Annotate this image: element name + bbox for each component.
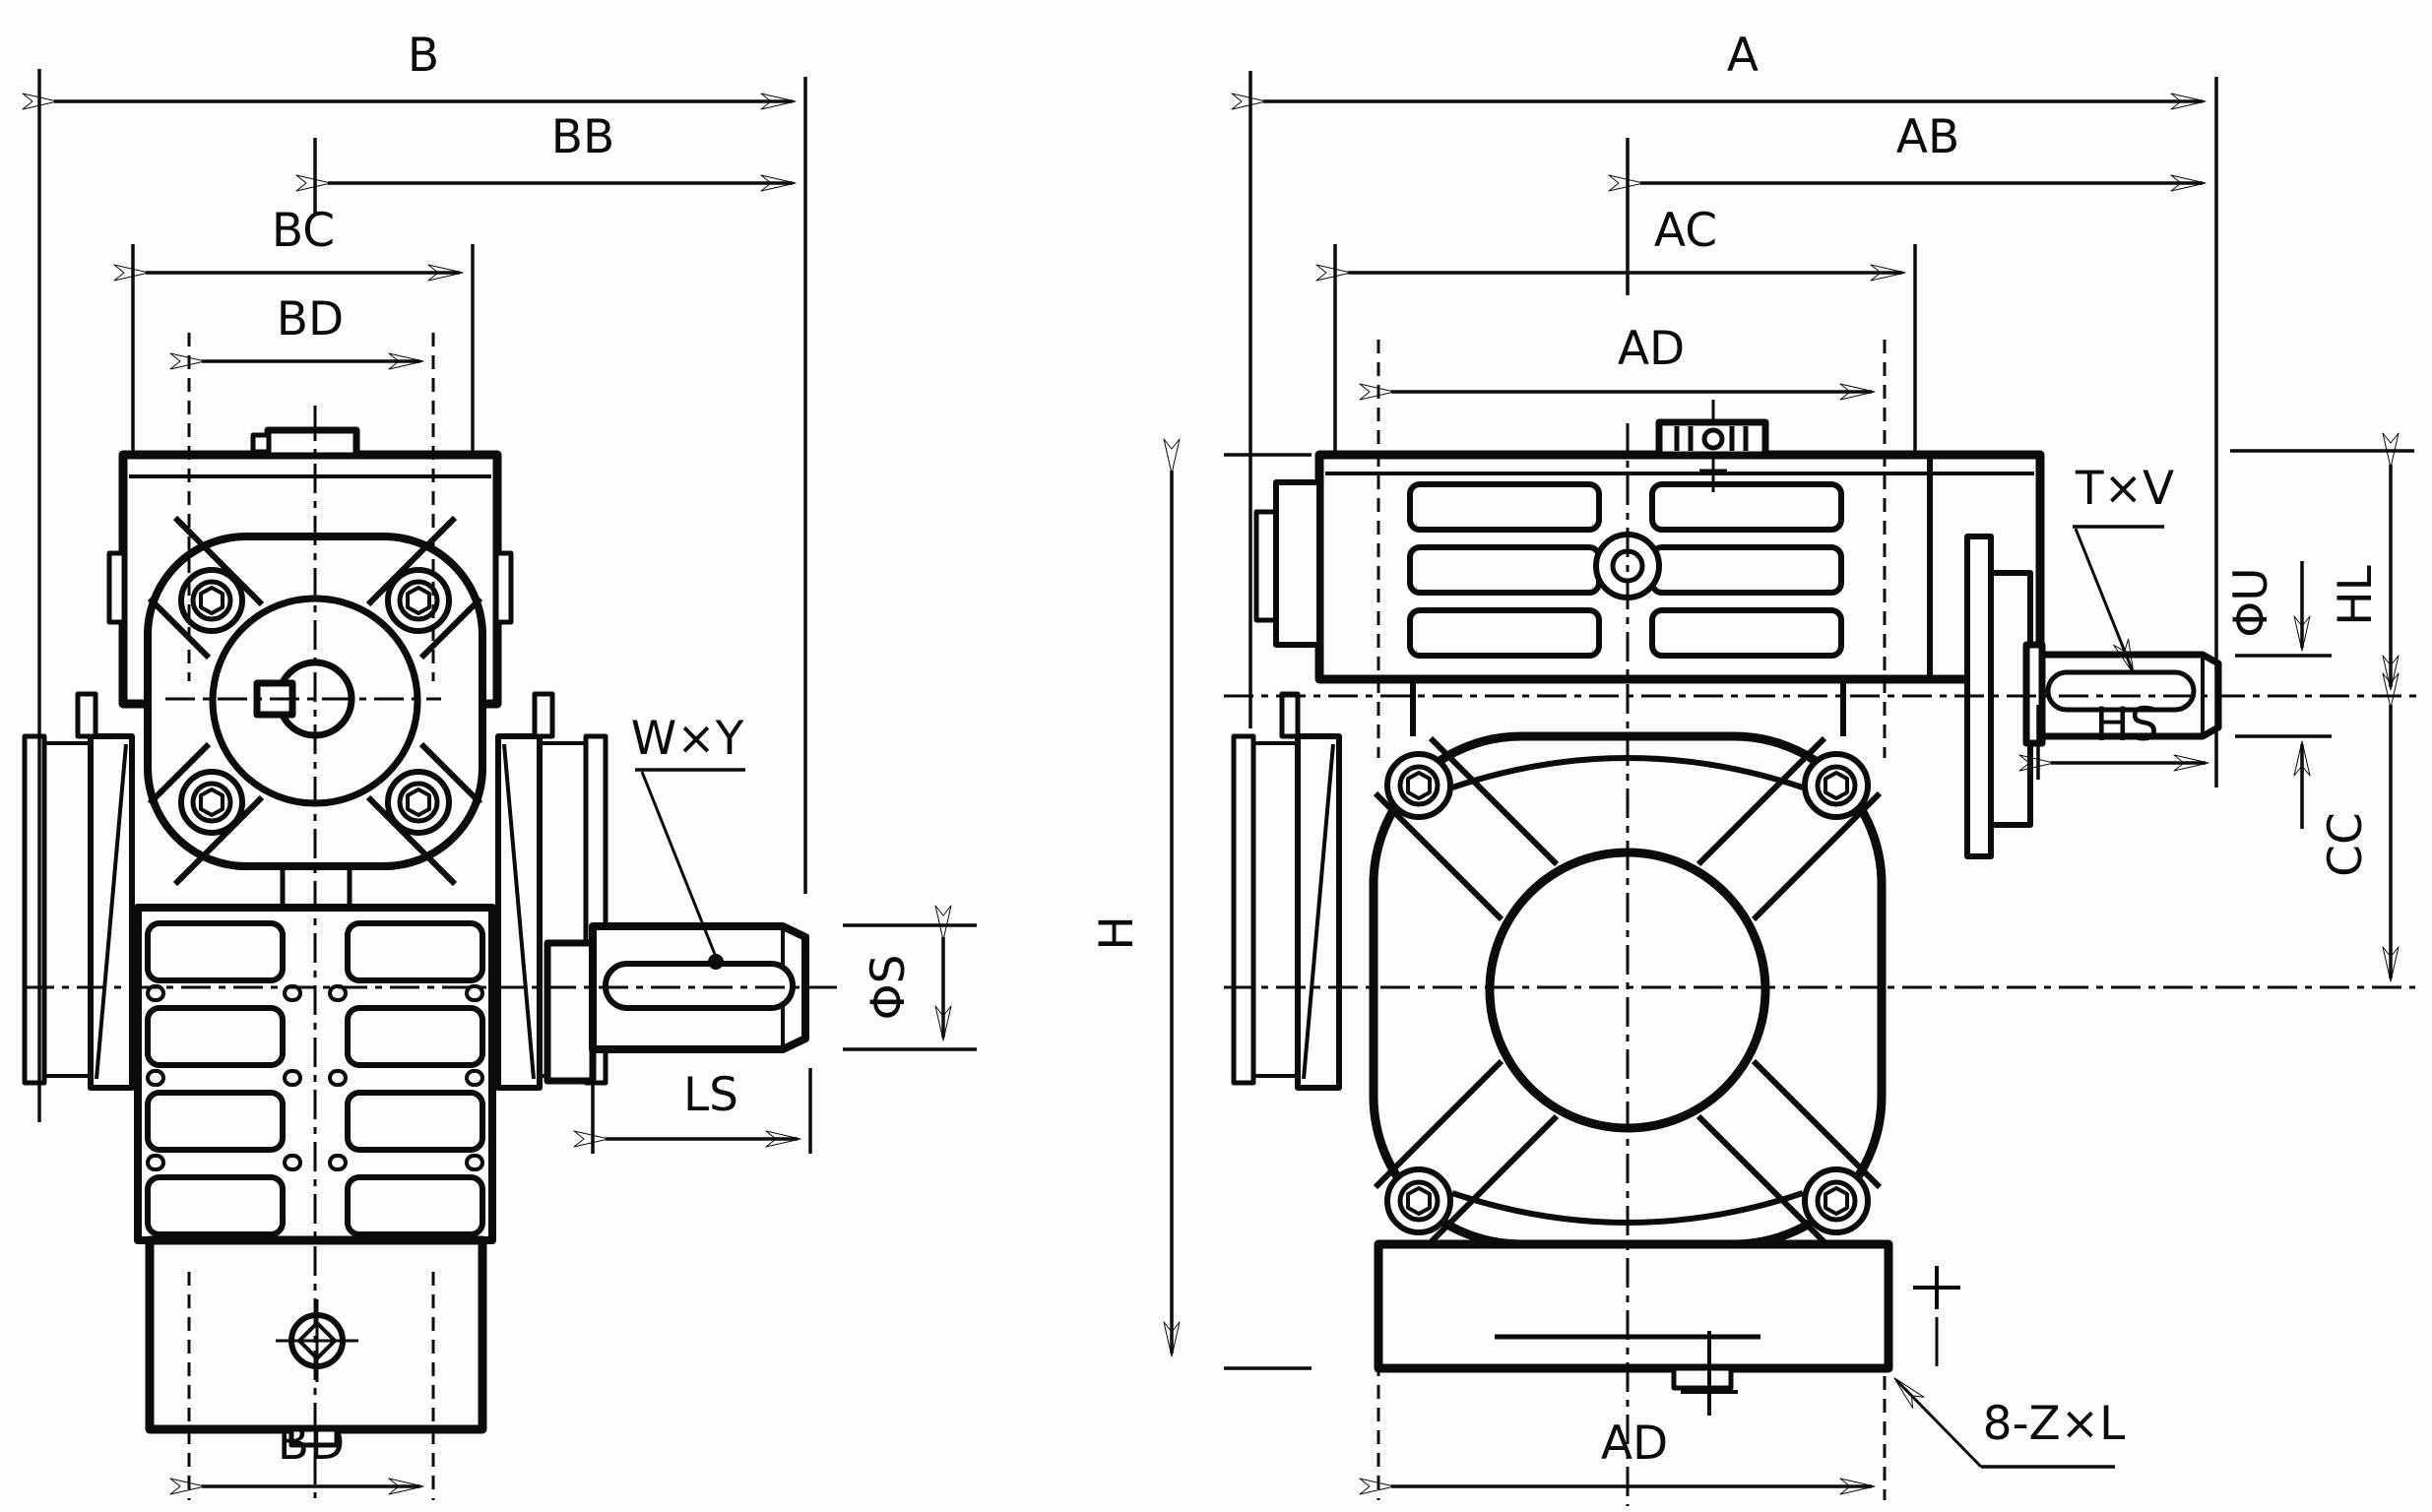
phi-s-dimension: ΦS <box>843 905 977 1051</box>
dim-label-LS: LS <box>683 1068 738 1122</box>
h-dimension: H <box>1090 438 1312 1370</box>
left-view-dimensions: B BB BC BD BD W×Y ΦS LS <box>22 29 977 1500</box>
dim-label-HL: HL <box>2329 565 2383 626</box>
dim-label-BC: BC <box>272 204 335 258</box>
flange-bolt <box>1384 751 1453 820</box>
hs-dimension: HS <box>2018 698 2209 780</box>
dim-label-AC: AC <box>1654 204 1717 258</box>
right-view-dimensions: A AB AC AD AD H T×V <box>1090 29 2414 1500</box>
right-view-body <box>1231 400 2222 1416</box>
centerlines <box>25 411 2417 1506</box>
left-view-cooling-fins <box>145 920 485 1237</box>
dim-label-B: B <box>408 29 439 83</box>
flange-bolt <box>1802 1166 1871 1235</box>
base-center-cross-mark <box>1681 1331 1738 1416</box>
dim-label-BD-top: BD <box>277 292 344 346</box>
dim-label-BD-bottom: BD <box>278 1417 345 1471</box>
keyway-leader-dot <box>708 954 724 970</box>
right-view-cooling-fins <box>1407 481 1844 659</box>
cc-dimension: CC <box>2319 672 2400 982</box>
hl-dimension: HL <box>2230 432 2414 691</box>
txv-callout: T×V <box>2073 462 2174 675</box>
dim-label-PhiS: ΦS <box>862 955 916 1021</box>
flange-bolt <box>178 769 245 836</box>
dim-label-AD-top: AD <box>1618 322 1685 376</box>
flange-bolt <box>385 769 452 836</box>
bolt-holes-callout: 8-Z×L <box>1893 1377 2126 1469</box>
right-view-wheel-flange <box>1369 731 1887 1249</box>
dim-label-HS: HS <box>2094 698 2158 752</box>
dim-label-PhiU: ΦU <box>2224 567 2278 637</box>
vent-plug <box>1655 400 1769 492</box>
label-8-ZxL: 8-Z×L <box>1983 1397 2126 1451</box>
dim-label-H: H <box>1090 915 1144 950</box>
label-TxV: T×V <box>2075 462 2174 516</box>
flange-bolt <box>1384 1166 1453 1235</box>
left-view-body <box>22 406 809 1448</box>
flange-bolt <box>178 567 245 634</box>
dim-label-AD-bottom: AD <box>1601 1417 1668 1471</box>
dim-label-AB: AB <box>1896 110 1959 164</box>
dim-label-BB: BB <box>551 110 615 164</box>
wxy-callout: W×Y <box>631 712 745 958</box>
phi-u-dimension: ΦU <box>2224 561 2332 829</box>
dim-label-CC: CC <box>2319 812 2373 877</box>
base-side-cross-mark <box>1913 1266 1960 1366</box>
flange-bolt <box>385 567 452 634</box>
ls-dimension: LS <box>573 1068 812 1154</box>
dim-label-A: A <box>1727 29 1759 83</box>
oil-drain-target-symbol <box>276 1299 358 1382</box>
label-WxY: W×Y <box>631 712 744 766</box>
flange-bolt <box>1802 751 1871 820</box>
output-shaft <box>544 922 809 1085</box>
